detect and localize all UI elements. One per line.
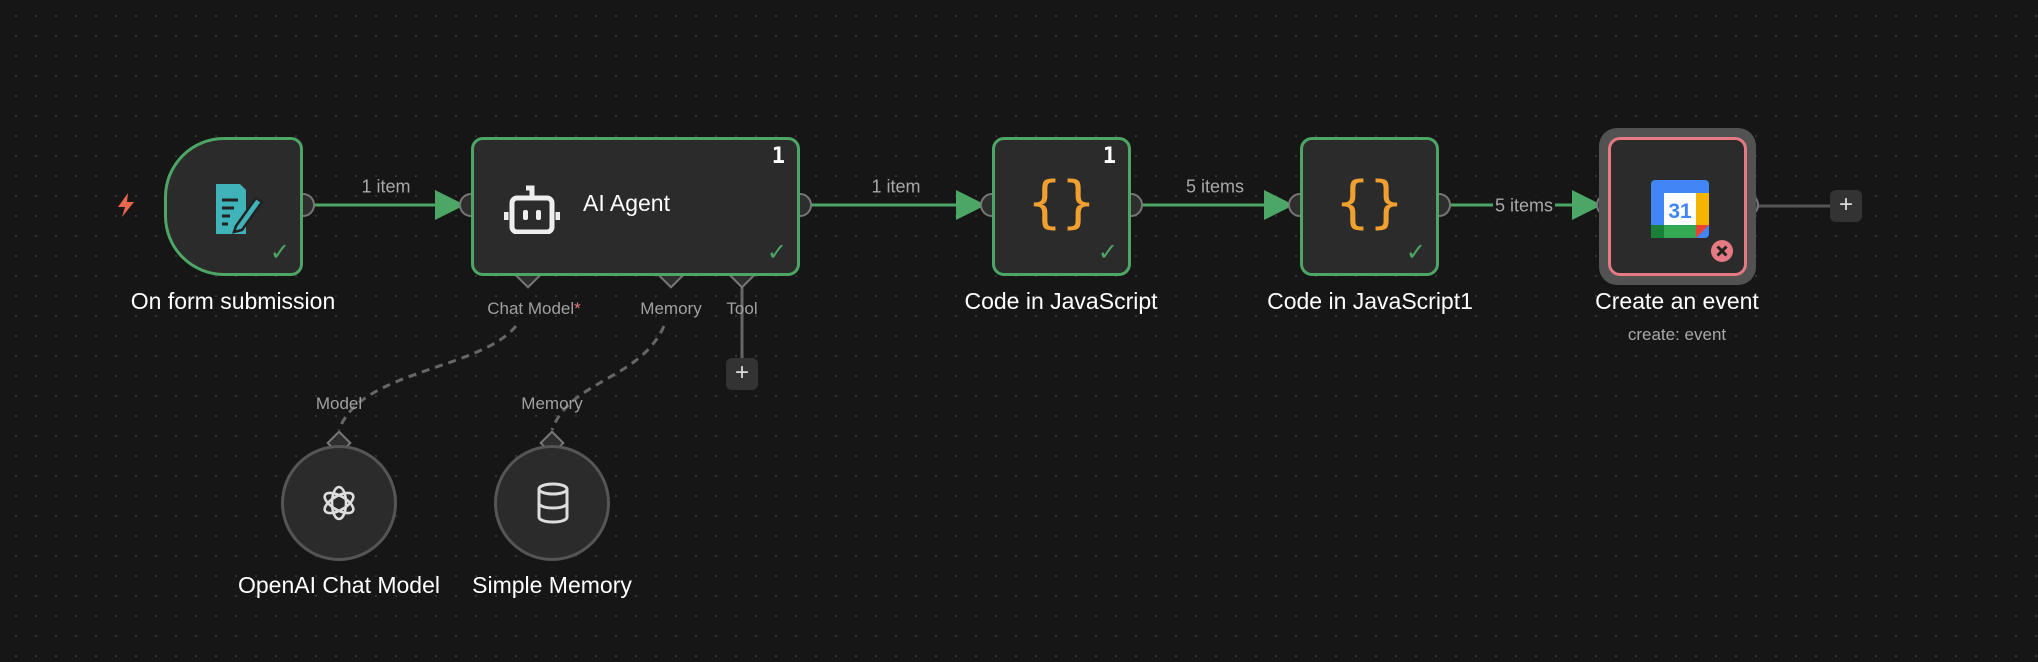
- success-check-icon: ✓: [766, 239, 787, 266]
- node-ai-agent[interactable]: 1 ✓: [471, 137, 800, 276]
- google-calendar-icon: 31: [1651, 180, 1709, 238]
- node-title: Code in JavaScript1: [1267, 288, 1473, 314]
- node-code-in-javascript1[interactable]: {} ✓: [1300, 137, 1439, 276]
- edge-label: 5 items: [1185, 176, 1245, 197]
- edge-chatmodel-openai[interactable]: [337, 325, 518, 431]
- success-check-icon: ✓: [1097, 239, 1118, 266]
- node-code-in-javascript[interactable]: {} 1 ✓: [992, 137, 1131, 276]
- edge-label: 1 item: [361, 176, 411, 197]
- node-title: Simple Memory: [472, 572, 632, 598]
- edge-label: 1 item: [871, 176, 921, 197]
- label-text: Chat Model: [487, 299, 575, 318]
- node-title: AI Agent: [583, 190, 670, 216]
- error-icon: [1711, 240, 1733, 262]
- memory-input-label: Memory: [640, 299, 702, 318]
- model-port-label: Model: [315, 394, 363, 413]
- openai-icon: [323, 485, 355, 521]
- node-openai-chat-model[interactable]: [281, 445, 397, 561]
- database-icon: [537, 482, 569, 524]
- node-title: Create an event: [1595, 288, 1759, 314]
- edge-memory-simplememory[interactable]: [550, 325, 666, 431]
- required-mark: *: [574, 299, 581, 318]
- success-check-icon: ✓: [1405, 239, 1426, 266]
- trigger-bolt-icon: [118, 193, 134, 217]
- run-count: 1: [1102, 144, 1116, 169]
- node-create-an-event[interactable]: 31: [1608, 137, 1747, 276]
- node-title: Code in JavaScript: [964, 288, 1158, 314]
- node-subtitle: create: event: [1627, 325, 1727, 344]
- tool-input-label: Tool: [726, 299, 758, 318]
- code-braces-icon: {}: [1027, 170, 1096, 235]
- chat-model-input-label: Chat Model*: [487, 299, 581, 319]
- calendar-day-text: 31: [1668, 200, 1692, 223]
- success-check-icon: ✓: [269, 239, 290, 266]
- form-icon: [216, 184, 264, 234]
- run-count: 1: [771, 144, 785, 169]
- add-node-button[interactable]: +: [1830, 190, 1862, 222]
- node-on-form-submission[interactable]: ✓: [164, 137, 303, 276]
- node-title: OpenAI Chat Model: [237, 572, 441, 598]
- node-title: On form submission: [130, 288, 336, 314]
- code-braces-icon: {}: [1335, 170, 1404, 235]
- add-tool-button[interactable]: +: [726, 358, 758, 390]
- node-simple-memory[interactable]: [494, 445, 610, 561]
- edge-label: 5 items: [1492, 195, 1556, 217]
- robot-icon: [504, 185, 560, 234]
- memory-port-label: Memory: [521, 394, 583, 413]
